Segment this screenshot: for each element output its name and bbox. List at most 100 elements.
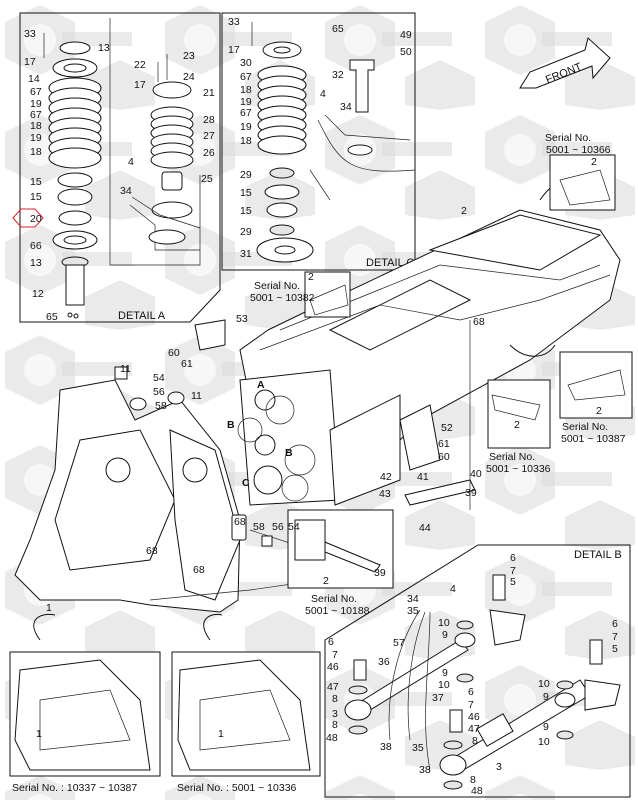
detail-b-callout: 46 (327, 661, 339, 673)
detail-a-title: DETAIL A (118, 310, 166, 322)
detail-b-callout: 38 (380, 741, 392, 753)
detail-a-callout: 66 (30, 240, 42, 252)
main-callout: 54 (153, 372, 165, 384)
serial-inset-10336: Serial No. 5001 ~ 10336 (486, 379, 551, 475)
detail-a-callout: 14 (28, 73, 40, 85)
main-callout: 43 (379, 488, 391, 500)
detail-a-callout: 17 (134, 79, 146, 91)
detail-b-callout: 10 (538, 736, 550, 748)
detail-a-callout: 24 (183, 71, 195, 83)
serial-range: 5001 ~ 10382 (250, 292, 315, 304)
detail-a-callout: 17 (24, 56, 36, 68)
detail-b-callout: 38 (419, 764, 431, 776)
main-callout: 60 (168, 347, 180, 359)
detail-b-callout: 6 (328, 636, 334, 648)
detail-c-callout: 49 (400, 29, 412, 41)
main-callout: 56 (272, 521, 284, 533)
leader-arrows (33, 613, 223, 641)
bottom-inset-right: Serial No. : 5001 ~ 10336 (171, 651, 321, 794)
detail-b-title: DETAIL B (574, 549, 622, 561)
disc-spring (150, 151, 194, 169)
main-callout: 68 (146, 545, 158, 557)
spring-stack-a (43, 33, 102, 319)
detail-a-callout: 13 (98, 42, 110, 54)
main-callout: 60 (438, 451, 450, 463)
main-callout: 1 (46, 602, 52, 614)
main-callout: 39 (374, 567, 386, 579)
serial-label: Serial No. (311, 593, 357, 605)
detail-b-callout: 48 (326, 732, 338, 744)
detail-b-callout: 9 (543, 691, 549, 703)
front-frame (14, 366, 331, 613)
detail-c-callout: 65 (332, 23, 344, 35)
detail-c-panel: DETAIL C (221, 12, 416, 271)
serial-range: 5001 ~ 10336 (486, 463, 551, 475)
detail-b-callout: 35 (412, 742, 424, 754)
main-callout: 11 (191, 390, 202, 402)
detail-b-panel: DETAIL B (324, 544, 631, 798)
main-callout: 68 (234, 516, 246, 528)
detail-c-callout: 30 (240, 57, 252, 69)
detail-c-callout: 4 (320, 88, 326, 100)
serial-range: 5001 ~ 10188 (305, 605, 370, 617)
detail-b-callout: 9 (442, 667, 448, 679)
main-callout: 44 (419, 522, 431, 534)
detail-b-callout: 57 (393, 637, 405, 649)
detail-b-callout: 8 (470, 774, 476, 786)
serial-caption: Serial No. : 10337 ~ 10387 (12, 782, 137, 794)
detail-c-callout: 34 (340, 101, 352, 113)
detail-a-callout: 25 (201, 173, 213, 185)
detail-c-callout: 18 (240, 135, 252, 147)
detail-b-callout: 8 (472, 735, 478, 747)
detail-a-callout: 22 (134, 59, 146, 71)
detail-b-callout: 7 (510, 565, 516, 577)
serial-inset-10387: Serial No. 5001 ~ 10387 (559, 351, 633, 445)
serial-label: Serial No. (562, 421, 608, 433)
main-callout: 54 (288, 521, 300, 533)
detail-b-callout: 48 (471, 785, 483, 797)
detail-b-callout: 36 (378, 656, 390, 668)
main-callout: 68 (473, 316, 485, 328)
detail-c-callout: 17 (228, 44, 240, 56)
main-callout: 2 (514, 419, 520, 431)
detail-b-callout: 6 (468, 686, 474, 698)
detail-b-callout: 10 (538, 678, 550, 690)
detail-a-callout: 34 (120, 185, 132, 197)
main-callout: 56 (153, 386, 165, 398)
main-callout: C (242, 477, 250, 489)
detail-b-callout: 6 (510, 552, 516, 564)
detail-c-callout: 19 (240, 121, 252, 133)
detail-a-callout: 15 (30, 176, 42, 188)
detail-a-callout: 28 (203, 114, 215, 126)
detail-c-callout: 15 (240, 187, 252, 199)
serial-caption: Serial No. : 5001 ~ 10336 (177, 782, 297, 794)
detail-a-callout: 65 (46, 311, 58, 323)
detail-a-panel: DETAIL A (12, 12, 221, 323)
serial-inset-10188: Serial No. 5001 ~ 10188 (287, 509, 394, 617)
detail-c-callout: 15 (240, 205, 252, 217)
detail-a-callout: 26 (203, 147, 215, 159)
serial-label: Serial No. (489, 451, 535, 463)
detail-a-callout: 33 (24, 28, 36, 40)
main-callout: 58 (155, 400, 167, 412)
serial-range: 5001 ~ 10387 (561, 433, 626, 445)
detail-a-callout: 18 (30, 120, 42, 132)
detail-a-callout: 67 (30, 86, 42, 98)
main-callout: 41 (417, 471, 429, 483)
main-callout: 61 (438, 438, 450, 450)
detail-b-callout: 3 (496, 761, 502, 773)
detail-c-callout: 19 (240, 96, 252, 108)
main-callout: A (257, 379, 265, 391)
detail-a-callout: 19 (30, 132, 42, 144)
highlight-hexagon (12, 208, 44, 228)
serial-inset-10382: Serial No. 5001 ~ 10382 (250, 271, 351, 318)
detail-c-callout: 29 (240, 169, 252, 181)
detail-c-callout: 31 (240, 248, 252, 260)
main-callout: 2 (461, 205, 467, 217)
detail-c-callout: 33 (228, 16, 240, 28)
detail-b-callout: 4 (450, 583, 456, 595)
detail-b-callout: 10 (438, 617, 450, 629)
spring-stack-a2 (129, 54, 201, 251)
main-callout: B (227, 419, 235, 431)
